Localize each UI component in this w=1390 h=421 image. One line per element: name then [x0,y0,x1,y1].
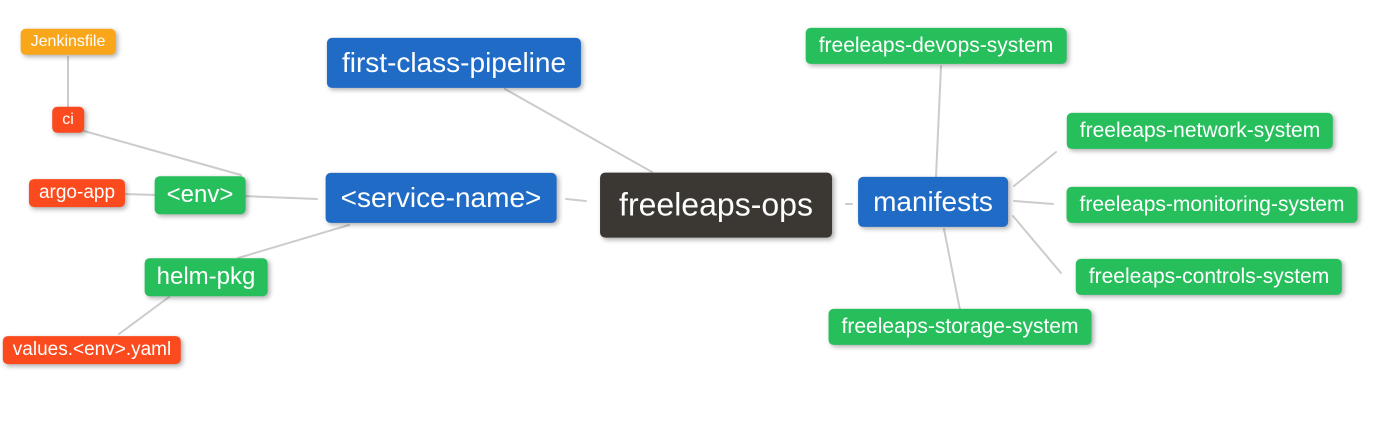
edge-ci-env [83,130,242,176]
edge-service-name-ops [565,198,587,202]
node-freeleaps-storage-system[interactable]: freeleaps-storage-system [828,308,1092,346]
node-service-name[interactable]: <service-name> [325,172,557,224]
node-freeleaps-ops[interactable]: freeleaps-ops [600,172,832,238]
node-ci[interactable]: ci [52,106,84,134]
edge-env-service-name [242,195,318,200]
edge-values-helm-pkg [118,296,170,335]
edge-pipeline-ops [504,88,653,173]
edge-manifests-controls [1012,215,1062,274]
node-freeleaps-monitoring-system[interactable]: freeleaps-monitoring-system [1066,186,1358,224]
node-freeleaps-network-system[interactable]: freeleaps-network-system [1066,112,1334,150]
node-manifests[interactable]: manifests [858,176,1008,228]
edge-argo-app-env [121,193,159,196]
node-helm-pkg[interactable]: helm-pkg [144,258,268,296]
edge-manifests-monitoring [1013,200,1054,205]
edge-devops-manifests [935,65,942,178]
edge-manifests-storage [943,228,961,311]
node-first-class-pipeline[interactable]: first-class-pipeline [326,37,582,89]
node-jenkinsfile[interactable]: Jenkinsfile [20,28,116,56]
node-values-env-yaml[interactable]: values.<env>.yaml [2,336,182,364]
edge-manifests-network [1013,151,1057,187]
node-argo-app[interactable]: argo-app [28,179,126,207]
node-freeleaps-controls-system[interactable]: freeleaps-controls-system [1075,258,1343,296]
node-env[interactable]: <env> [154,176,246,214]
edge-helm-pkg-service-name [237,224,350,259]
node-freeleaps-devops-system[interactable]: freeleaps-devops-system [805,27,1067,65]
